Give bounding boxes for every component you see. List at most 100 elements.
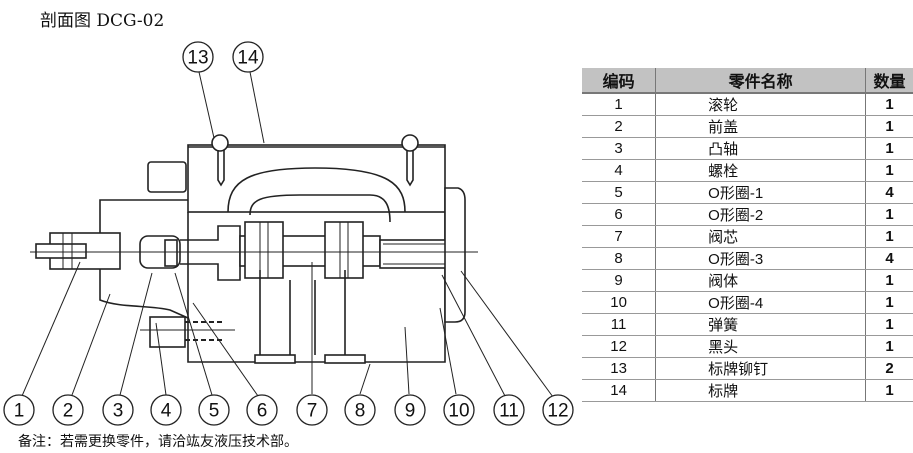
- cell-name: 弹簧: [655, 313, 866, 336]
- svg-text:6: 6: [257, 401, 268, 422]
- callout-13: 13: [182, 41, 214, 73]
- cell-name: 凸轴: [655, 137, 866, 160]
- cell-code: 11: [582, 313, 657, 336]
- svg-text:13: 13: [187, 48, 208, 69]
- cell-qty: 1: [865, 159, 913, 182]
- cell-qty: 1: [865, 335, 913, 358]
- svg-text:2: 2: [63, 401, 74, 422]
- cell-qty: 1: [865, 379, 913, 402]
- callout-3: 3: [102, 394, 134, 426]
- cell-qty: 1: [865, 225, 913, 248]
- cell-name: 滚轮: [655, 93, 866, 116]
- cell-name: O形圈-2: [655, 203, 866, 226]
- front-cover: [99, 199, 189, 319]
- cell-name: O形圈-4: [655, 291, 866, 314]
- cell-qty: 1: [865, 291, 913, 314]
- header-code: 编码: [582, 68, 657, 94]
- cell-code: 14: [582, 379, 657, 402]
- footnote: 备注：若需更换零件，请洽竑友液压技术部。: [18, 434, 298, 450]
- cell-name: 黑头: [655, 335, 866, 358]
- svg-text:1: 1: [14, 401, 25, 422]
- cell-qty: 1: [865, 137, 913, 160]
- cell-code: 5: [582, 181, 657, 204]
- lower-bolt: [149, 316, 186, 348]
- svg-text:14: 14: [237, 48, 259, 69]
- cell-code: 9: [582, 269, 657, 292]
- cell-code: 10: [582, 291, 657, 314]
- cell-qty: 1: [865, 203, 913, 226]
- end-cap: [444, 187, 466, 323]
- callout-6: 6: [246, 394, 278, 426]
- svg-text:12: 12: [547, 401, 568, 422]
- callout-4: 4: [150, 394, 182, 426]
- callout-14: 14: [232, 41, 264, 73]
- callout-9: 9: [394, 394, 426, 426]
- callout-8: 8: [344, 394, 376, 426]
- cell-code: 4: [582, 159, 657, 182]
- cell-qty: 1: [865, 313, 913, 336]
- diagram-title: 剖面图 DCG-02: [40, 11, 165, 31]
- svg-text:9: 9: [405, 401, 416, 422]
- cell-qty: 1: [865, 269, 913, 292]
- cell-name: 标牌铆钉: [655, 357, 866, 380]
- callout-7: 7: [296, 394, 328, 426]
- cell-name: 阀体: [655, 269, 866, 292]
- svg-text:3: 3: [113, 401, 124, 422]
- cell-code: 7: [582, 225, 657, 248]
- svg-text:7: 7: [307, 401, 318, 422]
- svg-text:4: 4: [161, 401, 172, 422]
- svg-text:5: 5: [209, 401, 220, 422]
- header-qty: 数量: [865, 68, 913, 94]
- cell-code: 6: [582, 203, 657, 226]
- callout-5: 5: [198, 394, 230, 426]
- cell-qty: 2: [865, 357, 913, 380]
- svg-text:8: 8: [355, 401, 366, 422]
- cell-code: 12: [582, 335, 657, 358]
- callout-10: 10: [443, 394, 475, 426]
- cell-qty: 4: [865, 247, 913, 270]
- callout-1: 1: [3, 394, 35, 426]
- bolt-head: [147, 161, 187, 193]
- cell-name: 标牌: [655, 379, 866, 402]
- svg-text:11: 11: [499, 401, 519, 422]
- cell-code: 1: [582, 93, 657, 116]
- cell-name: 螺栓: [655, 159, 866, 182]
- svg-text:10: 10: [448, 401, 469, 422]
- cell-name: 前盖: [655, 115, 866, 138]
- cell-name: 阀芯: [655, 225, 866, 248]
- cell-code: 2: [582, 115, 657, 138]
- valve-body: [187, 212, 446, 363]
- spring: [379, 239, 451, 269]
- callout-2: 2: [52, 394, 84, 426]
- cell-name: O形圈-3: [655, 247, 866, 270]
- header-name: 零件名称: [655, 68, 866, 94]
- callout-12: 12: [542, 394, 574, 426]
- cell-code: 3: [582, 137, 657, 160]
- callout-11: 11: [493, 394, 525, 426]
- cell-qty: 1: [865, 115, 913, 138]
- cell-code: 8: [582, 247, 657, 270]
- cell-code: 13: [582, 357, 657, 380]
- cell-qty: 4: [865, 181, 913, 204]
- cell-qty: 1: [865, 93, 913, 116]
- top-cover: [187, 144, 446, 213]
- table-header-row: 编码 零件名称 数量: [582, 68, 913, 94]
- valve-cross-section-drawing: 1 2 3 4 5 6 7 8 9 10 11 12 13 14: [3, 41, 574, 426]
- leader-lines: [21, 71, 554, 398]
- cell-name: O形圈-1: [655, 181, 866, 204]
